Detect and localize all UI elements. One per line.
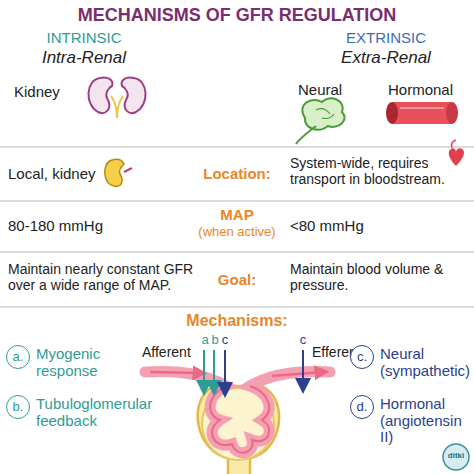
item-letter: c. xyxy=(350,345,374,369)
mechanism-item: d.Hormonal (angiotensin II) xyxy=(350,395,472,441)
icon-caption: Kidney xyxy=(14,84,84,101)
row-heading-note: (when active) xyxy=(180,225,294,240)
item-letter: b. xyxy=(6,395,30,419)
item-text: Myogenic response xyxy=(36,346,136,379)
neural-icon xyxy=(296,98,345,144)
table-cell: System-wide, requires transport in blood… xyxy=(290,156,450,187)
mechanism-item: b.Tubuloglomerular feedback xyxy=(6,395,146,441)
item-letter: a. xyxy=(6,345,30,369)
column-subheading: Intra-Renal xyxy=(24,48,144,67)
section-heading: Mechanisms: xyxy=(0,312,474,330)
table-cell: Maintain nearly constant GFR over a wide… xyxy=(8,262,198,293)
column-subheading: Extra-Renal xyxy=(316,48,456,67)
diagram-title: MECHANISMS OF GFR REGULATION xyxy=(0,5,474,25)
row-heading: MAP xyxy=(185,207,289,224)
heart-icon xyxy=(449,140,464,166)
table-cell: Local, kidney xyxy=(8,166,108,183)
vessel-icon xyxy=(386,102,458,124)
kidney-drawing xyxy=(88,77,145,118)
mechanism-item: a.Myogenic response xyxy=(6,345,138,387)
mechanism-item: c.Neural (sympathetic) xyxy=(350,345,472,387)
table-rule xyxy=(0,147,474,307)
row-heading: Goal: xyxy=(185,272,289,289)
row-heading: Location: xyxy=(185,166,289,183)
callout-letter: b xyxy=(209,333,221,348)
column-heading: EXTRINSIC xyxy=(316,30,456,47)
item-text: Hormonal (angiotensin II) xyxy=(380,396,470,446)
kidney-icon xyxy=(105,159,132,186)
callout-letter: a xyxy=(199,333,211,348)
icon-caption: Neural xyxy=(298,82,368,99)
vessel-label: Afferent xyxy=(142,345,206,361)
item-text: Tubuloglomerular feedback xyxy=(36,396,144,429)
table-cell: 80-180 mmHg xyxy=(8,218,158,235)
table-cell: <80 mmHg xyxy=(290,218,440,235)
icon-caption: Hormonal xyxy=(388,82,468,99)
item-letter: d. xyxy=(350,395,374,419)
table-cell: Maintain blood volume & pressure. xyxy=(290,262,468,293)
logo-text: ditki xyxy=(443,452,469,461)
item-text: Neural (sympathetic) xyxy=(380,346,470,379)
column-heading: INTRINSIC xyxy=(24,30,144,47)
logo-disc xyxy=(443,444,469,470)
glomerulus-drawing xyxy=(145,350,330,474)
callout-letter: c xyxy=(297,333,309,348)
callout-letter: c xyxy=(219,333,231,348)
